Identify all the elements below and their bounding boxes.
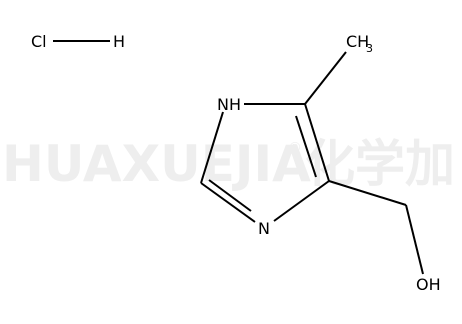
- hydrogen-atom-label: H: [113, 32, 125, 51]
- watermark-registered-mark: ®: [288, 140, 302, 156]
- bond-c2-n1: [200, 111, 224, 184]
- bond-ch2-oh: [405, 204, 424, 275]
- chlorine-atom-label: Cl: [31, 32, 47, 51]
- bond-c5-methyl: [304, 51, 347, 105]
- ring-nh-label: NH: [217, 95, 241, 114]
- bond-c4-ch2: [328, 180, 407, 206]
- ring-n-label: N: [258, 219, 270, 238]
- bond-n3-c2: [200, 182, 256, 223]
- watermark-brand-latin: HUAXUEJIA: [2, 135, 311, 193]
- bond-c4-n3: [273, 180, 330, 222]
- bond-c5-c4-inner: [295, 115, 317, 178]
- hydroxyl-label: OH: [416, 275, 441, 294]
- watermark: HUAXUEJIA ® 化学加: [2, 135, 455, 193]
- imidazole-ring: [200, 103, 330, 223]
- bond-n3-c2-inner: [208, 179, 252, 212]
- methyl-subscript: 3: [366, 42, 373, 55]
- hydrochloride: Cl H: [31, 32, 125, 51]
- substituent-bonds: [304, 51, 424, 275]
- watermark-brand-chinese: 化学加: [305, 135, 455, 193]
- atom-labels: NH N CH 3 OH: [217, 32, 441, 294]
- bond-c5-c4: [304, 103, 330, 182]
- methyl-label: CH: [346, 32, 369, 51]
